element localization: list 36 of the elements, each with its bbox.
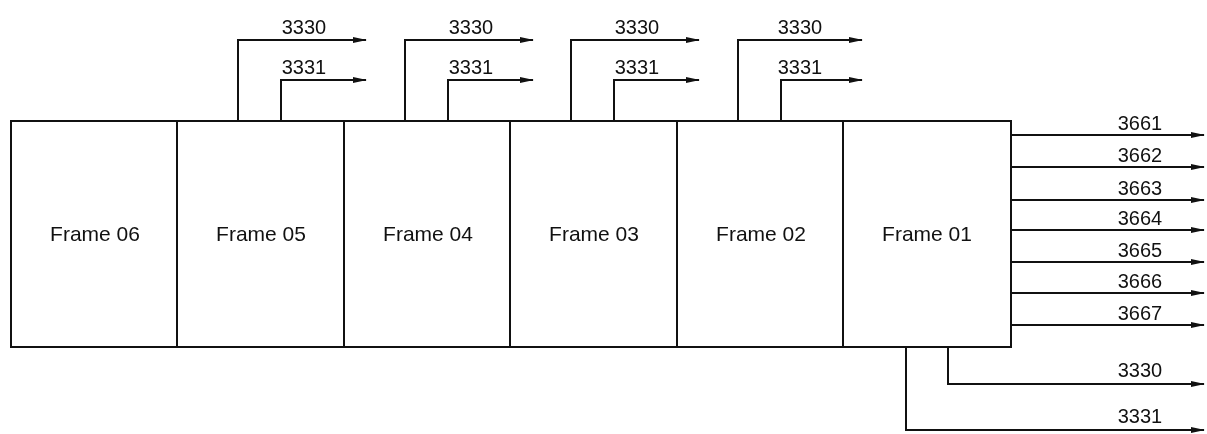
signal-label: 3330 [1115, 360, 1165, 380]
signal-label: 3667 [1115, 303, 1165, 323]
signal-label: 3665 [1115, 240, 1165, 260]
signal-label: 3663 [1115, 178, 1165, 198]
signal-label: 3330 [612, 17, 662, 37]
signal-label: 3330 [279, 17, 329, 37]
signal-label: 3330 [446, 17, 496, 37]
signal-label: 3330 [775, 17, 825, 37]
signal-label: 3331 [279, 57, 329, 77]
frame-label: Frame 01 [882, 222, 972, 246]
arrow [404, 37, 534, 121]
arrow [280, 77, 367, 121]
signal-label: 3662 [1115, 145, 1165, 165]
frame-label: Frame 03 [549, 222, 639, 246]
signal-label: 3331 [446, 57, 496, 77]
signal-label: 3666 [1115, 271, 1165, 291]
frame-label: Frame 04 [383, 222, 473, 246]
signal-label: 3664 [1115, 208, 1165, 228]
arrow [947, 347, 1205, 387]
arrow [737, 37, 863, 121]
arrow [447, 77, 534, 121]
frame-box [176, 120, 346, 348]
frame-box [509, 120, 679, 348]
frame-label: Frame 05 [216, 222, 306, 246]
signal-label: 3331 [612, 57, 662, 77]
signal-label: 3331 [1115, 406, 1165, 426]
arrow [780, 77, 863, 121]
arrow [905, 347, 1205, 433]
arrow [237, 37, 367, 121]
arrow [570, 37, 700, 121]
arrow [613, 77, 700, 121]
frame-label: Frame 02 [716, 222, 806, 246]
frame-label: Frame 06 [50, 222, 140, 246]
frame-box [842, 120, 1012, 348]
signal-label: 3331 [775, 57, 825, 77]
signal-label: 3661 [1115, 113, 1165, 133]
